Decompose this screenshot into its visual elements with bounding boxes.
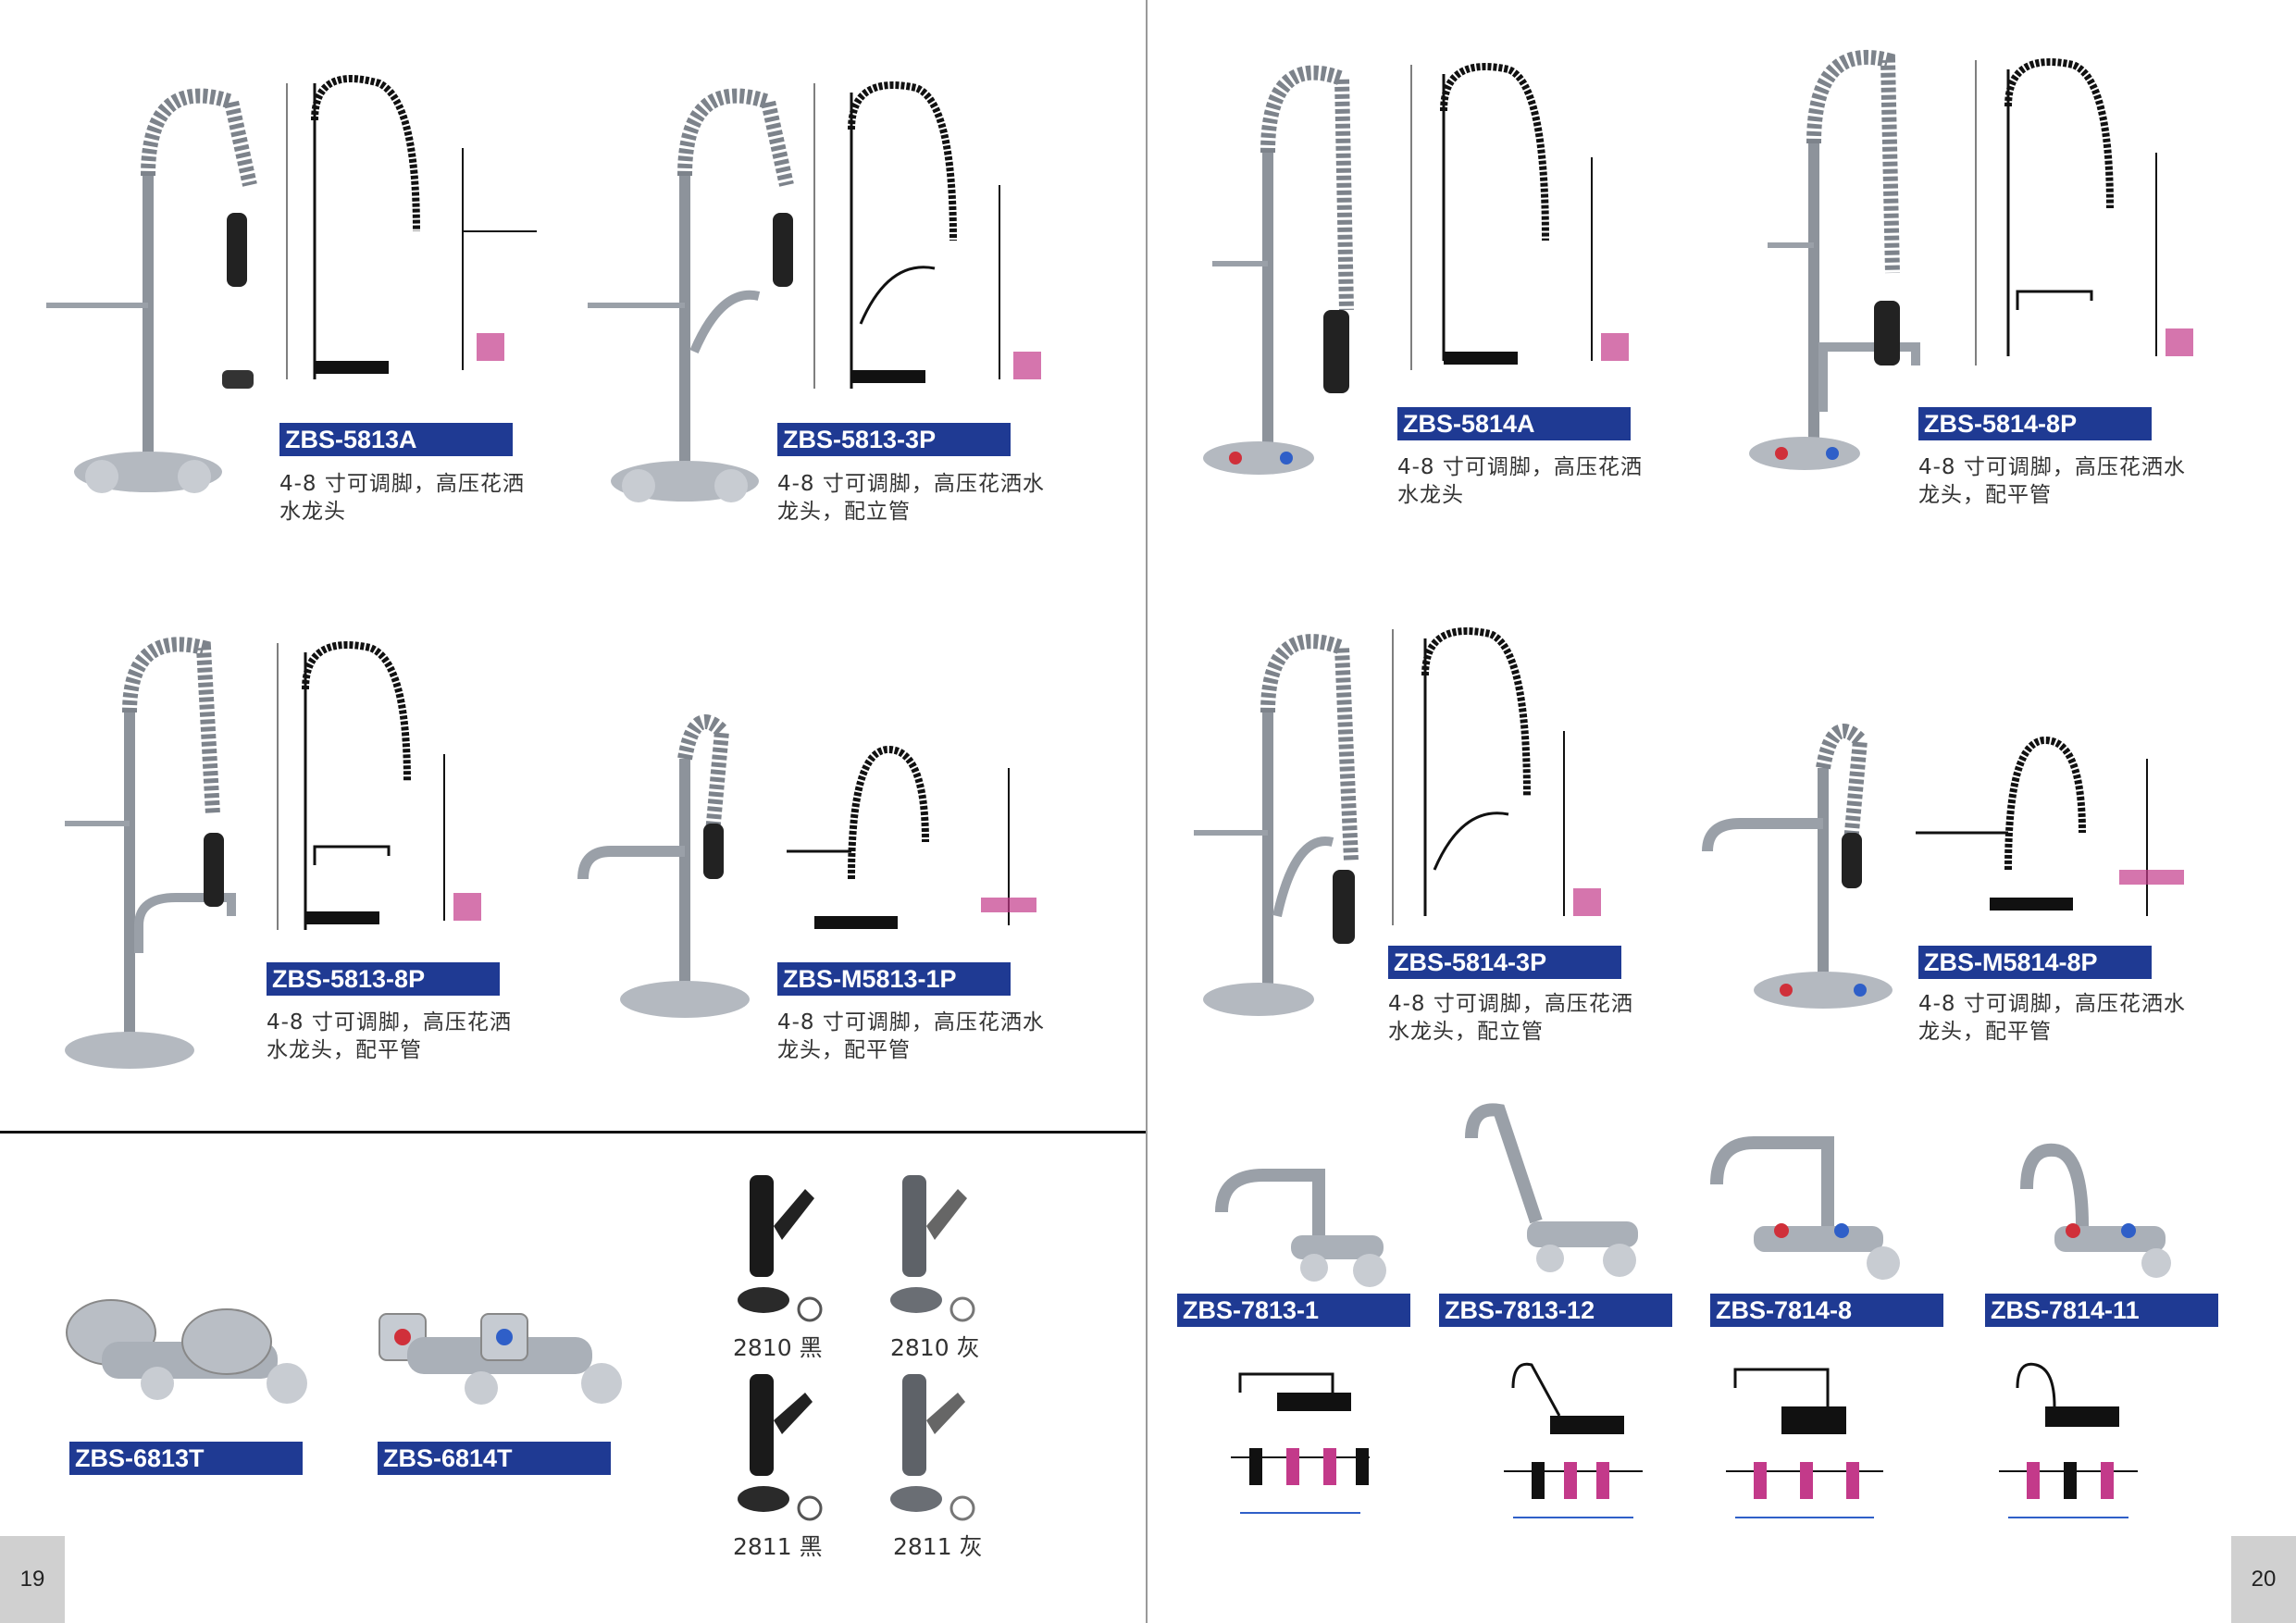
product-label-zbs-m5813-1p: ZBS-M5813-1P: [777, 962, 1011, 996]
product-image-5814-8p: [1749, 42, 1962, 470]
product-description: 4-8 寸可调脚，高压花洒水龙头，配平管: [1918, 992, 2186, 1044]
tech-drawing-5814a: [1407, 56, 1629, 389]
spray-valve-caption: 2811 灰: [893, 1533, 983, 1560]
product-image-7813-1: [1208, 1161, 1386, 1287]
tech-drawing-5813a: [278, 65, 546, 398]
spray-valve-image-2810-black: [738, 1175, 833, 1328]
page-number-left: 19: [0, 1536, 65, 1623]
product-image-5814-3p: [1185, 620, 1407, 1016]
product-label-zbs-m5814-8p: ZBS-M5814-8P: [1918, 946, 2152, 979]
product-image-7814-11: [2017, 1143, 2171, 1278]
product-label-zbs-7814-8: ZBS-7814-8: [1710, 1294, 1943, 1327]
page-spine: [1146, 0, 1148, 1623]
tech-drawing-7813-12: [1495, 1351, 1652, 1527]
product-label-zbs-7813-1: ZBS-7813-1: [1177, 1294, 1410, 1327]
tech-drawing-7813-1: [1222, 1356, 1379, 1522]
product-image-5813a: [37, 65, 278, 493]
product-image-m5814-8p: [1694, 712, 1893, 1009]
product-label-zbs-5814a: ZBS-5814A: [1397, 407, 1631, 440]
product-label-zbs-6814t: ZBS-6814T: [378, 1442, 611, 1475]
section-divider: [0, 1131, 1146, 1134]
product-description: 4-8 寸可调脚，高压花洒水龙头，配平管: [777, 1010, 1045, 1062]
spray-valve-caption: 2810 灰: [890, 1334, 980, 1361]
product-description: 4-8 寸可调脚，高压花洒水龙头，配平管: [1918, 455, 2186, 507]
tech-drawing-7814-11: [1990, 1351, 2147, 1527]
product-label-zbs-7814-11: ZBS-7814-11: [1985, 1294, 2218, 1327]
product-label-zbs-7813-12: ZBS-7813-12: [1439, 1294, 1672, 1327]
product-description: 4-8 寸可调脚，高压花洒水龙头: [1397, 455, 1643, 507]
spray-valve-caption: 2810 黑: [733, 1334, 823, 1361]
product-image-5813-3p: [583, 74, 833, 502]
product-image-7813-12: [1462, 1101, 1638, 1277]
product-image-5814a: [1203, 51, 1416, 475]
product-description: 4-8 寸可调脚，高压花洒水龙头: [279, 472, 525, 524]
tech-drawing-7814-8: [1717, 1351, 1893, 1527]
product-label-zbs-5814-3p: ZBS-5814-3P: [1388, 946, 1621, 979]
tech-drawing-5814-3p: [1388, 620, 1601, 935]
product-label-zbs-6813t: ZBS-6813T: [69, 1442, 303, 1475]
tech-drawing-m5814-8p: [1906, 712, 2184, 935]
product-label-zbs-5813-3p: ZBS-5813-3P: [777, 423, 1011, 456]
product-label-zbs-5813a: ZBS-5813A: [279, 423, 513, 456]
product-image-6814t: [370, 1295, 622, 1405]
product-label-zbs-5813-8p: ZBS-5813-8P: [267, 962, 500, 996]
product-label-zbs-5814-8p: ZBS-5814-8P: [1918, 407, 2152, 440]
spray-valve-image-2811-grey: [890, 1374, 986, 1527]
page-number-right: 20: [2231, 1536, 2296, 1623]
tech-drawing-5814-8p: [1971, 51, 2193, 384]
product-description: 4-8 寸可调脚，高压花洒水龙头，配立管: [777, 472, 1045, 524]
tech-drawing-m5813-1p: [759, 712, 1036, 929]
product-image-m5813-1p: [574, 703, 750, 1018]
product-image-5813-8p: [65, 629, 296, 1069]
product-image-6813t: [65, 1295, 307, 1404]
product-description: 4-8 寸可调脚，高压花洒水龙头，配平管: [267, 1010, 512, 1062]
spray-valve-image-2810-grey: [890, 1175, 986, 1328]
spray-valve-image-2811-black: [738, 1374, 833, 1527]
product-description: 4-8 寸可调脚，高压花洒水龙头，配立管: [1388, 992, 1633, 1044]
spray-valve-caption: 2811 黑: [733, 1533, 823, 1560]
tech-drawing-5813-3p: [805, 74, 1041, 407]
tech-drawing-5813-8p: [268, 634, 481, 939]
product-image-7814-8: [1707, 1134, 1900, 1280]
